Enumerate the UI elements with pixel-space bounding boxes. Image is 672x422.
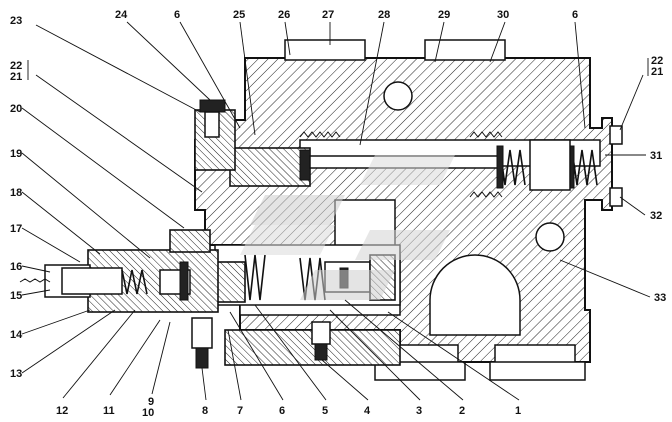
callout-12: 12 xyxy=(56,405,68,417)
callout-31: 31 xyxy=(650,150,662,162)
callout-13: 13 xyxy=(10,368,22,380)
callout-6-top-left: 6 xyxy=(174,9,180,21)
bottom-plugs xyxy=(191,317,331,369)
callout-20: 20 xyxy=(10,103,22,115)
callout-30: 30 xyxy=(497,9,509,21)
callout-5: 5 xyxy=(322,405,328,417)
watermark-logo xyxy=(240,155,455,300)
callout-11: 11 xyxy=(103,405,115,417)
leader-lines xyxy=(21,21,651,401)
callout-1: 1 xyxy=(515,405,521,417)
callout-labels: 23 24 6 25 26 27 28 29 30 6 22 21 31 32 … xyxy=(10,9,666,419)
callout-6-bottom: 6 xyxy=(279,405,285,417)
callout-19: 19 xyxy=(10,148,22,160)
left-actuator xyxy=(19,229,219,313)
callout-15: 15 xyxy=(10,290,22,302)
callout-4: 4 xyxy=(364,405,371,417)
callout-6-top-right: 6 xyxy=(572,9,578,21)
callout-28: 28 xyxy=(378,9,390,21)
callout-14: 14 xyxy=(10,329,23,341)
callout-7: 7 xyxy=(237,405,243,417)
callout-22-left: 22 xyxy=(10,60,22,72)
callout-27: 27 xyxy=(322,9,334,21)
callout-8: 8 xyxy=(202,405,208,417)
callout-22-right: 22 xyxy=(651,55,663,67)
callout-21-left: 21 xyxy=(10,71,22,83)
callout-3: 3 xyxy=(416,405,422,417)
inlet-fitting xyxy=(194,99,236,171)
right-end-cap xyxy=(609,125,623,207)
callout-33: 33 xyxy=(654,292,666,304)
callout-9: 9 xyxy=(148,396,154,408)
callout-32: 32 xyxy=(650,210,662,222)
callout-25: 25 xyxy=(233,9,245,21)
callout-17: 17 xyxy=(10,223,22,235)
callout-23: 23 xyxy=(10,15,22,27)
callout-2: 2 xyxy=(459,405,465,417)
callout-24: 24 xyxy=(115,9,128,21)
callout-21-right: 21 xyxy=(651,66,663,78)
callout-10: 10 xyxy=(142,407,154,419)
callout-16: 16 xyxy=(10,261,22,273)
callout-26: 26 xyxy=(278,9,290,21)
callout-18: 18 xyxy=(10,187,22,199)
callout-29: 29 xyxy=(438,9,450,21)
